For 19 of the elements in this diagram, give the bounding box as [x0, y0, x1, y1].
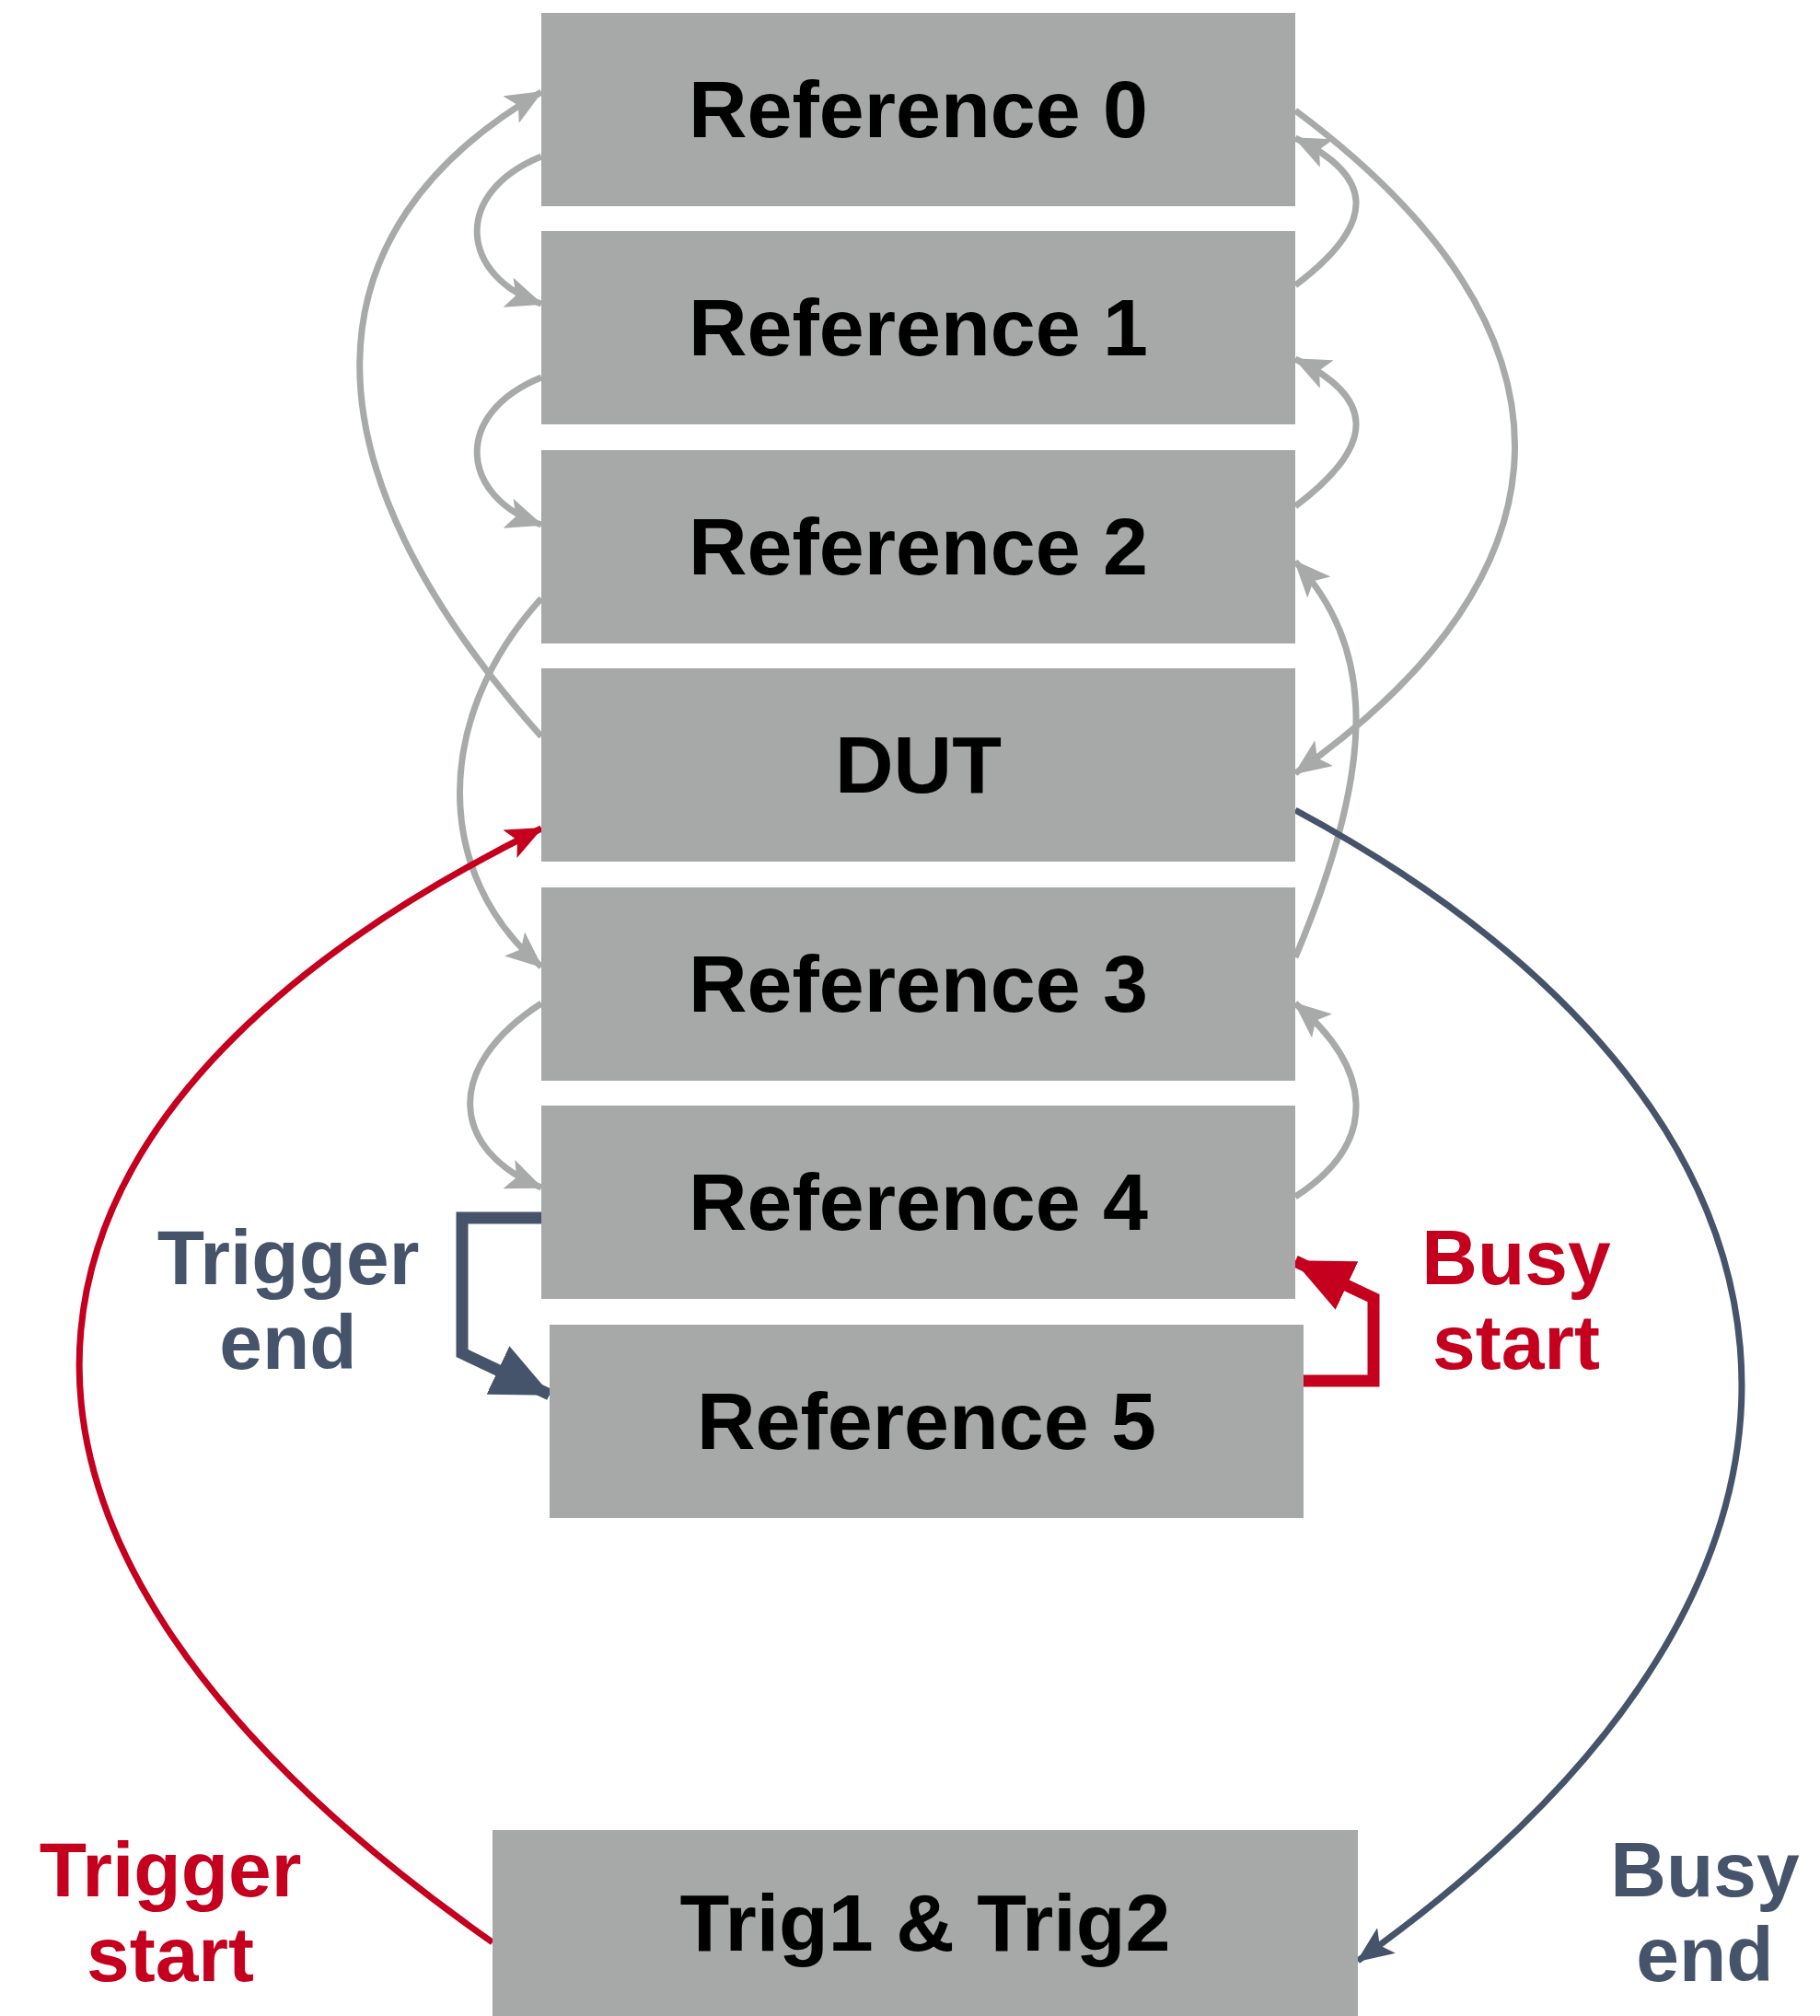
- process-box: [541, 1106, 1295, 1299]
- process-box: [493, 1830, 1358, 2016]
- arrow: [473, 153, 543, 307]
- box-label: Reference 1: [689, 281, 1148, 375]
- process-box: [541, 450, 1295, 643]
- box-label: Reference 4: [689, 1155, 1148, 1249]
- box-label: Reference 3: [689, 937, 1148, 1031]
- process-box: [541, 231, 1295, 424]
- process-box: [541, 13, 1295, 206]
- box-label: DUT: [835, 718, 1002, 812]
- box-label: Reference 5: [697, 1374, 1156, 1468]
- box-label: Reference 2: [689, 500, 1148, 594]
- box-label: Trig1 & Trig2: [679, 1876, 1171, 1970]
- process-box: [541, 887, 1295, 1081]
- arrow: [473, 374, 543, 528]
- arrow: [77, 825, 543, 1945]
- box-label: Reference 0: [689, 63, 1148, 156]
- process-box: [541, 668, 1295, 862]
- process-box: [550, 1325, 1304, 1518]
